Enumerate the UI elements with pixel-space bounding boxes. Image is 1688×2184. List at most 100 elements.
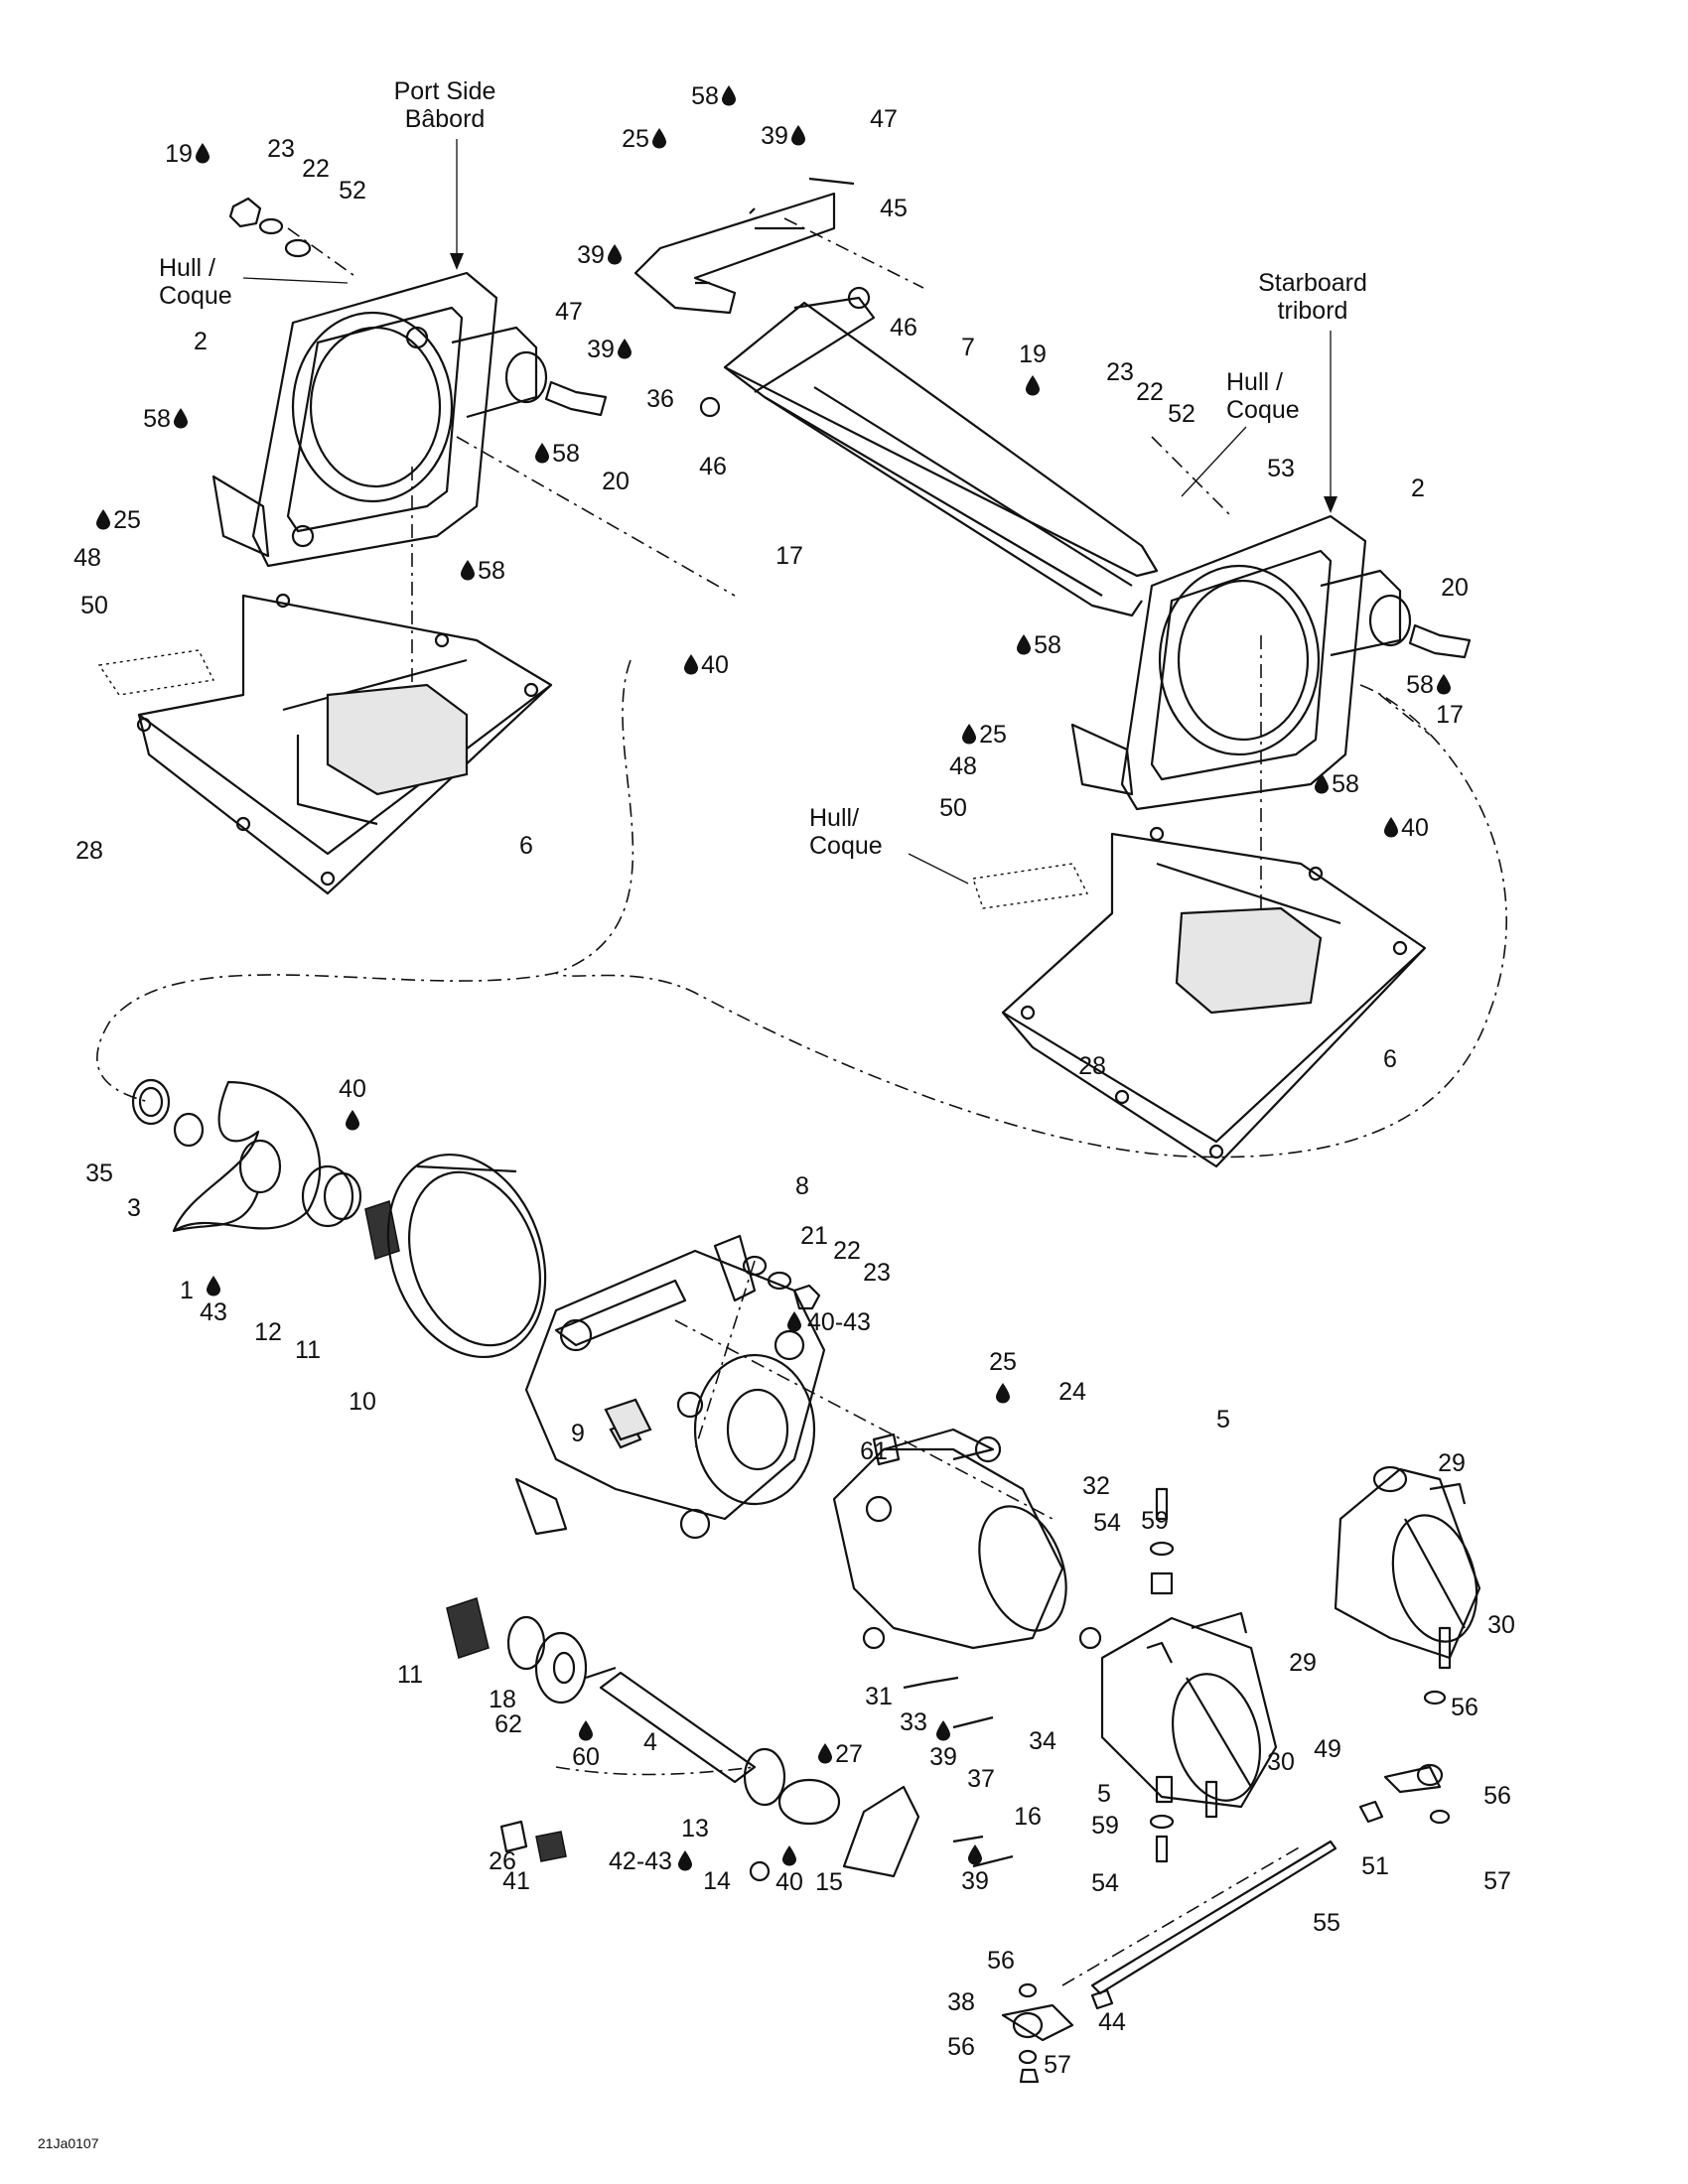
part-callout-48: 48 <box>73 544 101 572</box>
part-callout-56: 56 <box>1451 1694 1478 1721</box>
part-callout-59: 59 <box>1091 1812 1119 1840</box>
lubricant-drop-icon <box>579 1720 593 1741</box>
part-callout-40: 40 <box>701 651 729 679</box>
alignment-line <box>783 217 924 289</box>
part-callout-31: 31 <box>865 1683 893 1710</box>
part-callout-54: 54 <box>1091 1869 1119 1897</box>
hull-label-fr: Coque <box>809 832 883 860</box>
part-callout-58: 58 <box>1034 631 1061 659</box>
part-callout-23: 23 <box>1106 358 1134 386</box>
part-callout-35: 35 <box>85 1160 113 1187</box>
steering-linkage <box>1001 1763 1451 2084</box>
part-callout-57: 57 <box>1483 1867 1511 1895</box>
part-callout-40: 40 <box>775 1868 803 1896</box>
lubricant-drop-icon <box>618 339 632 359</box>
part-callout-10: 10 <box>349 1388 376 1416</box>
part-callout-18: 18 <box>489 1686 516 1713</box>
figure-reference: 21Ja0107 <box>38 2135 99 2151</box>
pump-housing <box>514 1234 826 1540</box>
port-fasteners <box>228 197 608 417</box>
lubricant-drop-icon <box>535 443 549 464</box>
lubricant-drop-icon <box>608 244 622 265</box>
part-callout-2: 2 <box>1411 475 1425 502</box>
part-callout-19: 19 <box>1019 341 1047 368</box>
hull-label: Hull/ <box>809 804 859 832</box>
part-callout-60: 60 <box>572 1743 600 1771</box>
part-callout-51: 51 <box>1361 1852 1389 1880</box>
part-callout-58: 58 <box>143 405 171 433</box>
lubricant-drop-icon <box>722 85 736 106</box>
part-callout-1: 1 <box>180 1277 194 1304</box>
alignment-line <box>694 1260 756 1450</box>
hull-label: Hull / <box>159 254 215 282</box>
part-callout-20: 20 <box>1441 574 1469 602</box>
part-callout-58: 58 <box>1406 671 1434 699</box>
assembly-path-line-right <box>555 684 1507 1159</box>
ride-plate-rail <box>699 286 1159 617</box>
part-callout-16: 16 <box>1014 1803 1042 1831</box>
alignment-line <box>1151 436 1232 517</box>
part-callout-23: 23 <box>267 135 295 163</box>
part-callout-50: 50 <box>939 794 967 822</box>
part-callout-30: 30 <box>1267 1748 1295 1776</box>
part-callout-43: 43 <box>200 1298 227 1326</box>
part-callout-45: 45 <box>880 195 908 222</box>
venturi <box>832 1428 1067 1650</box>
shaft-bearings <box>446 1597 588 1705</box>
part-callout-56: 56 <box>947 2033 975 2061</box>
part-callout-11: 11 <box>295 1336 321 1364</box>
part-callout-58: 58 <box>552 440 580 468</box>
part-callout-47: 47 <box>555 298 583 326</box>
lubricant-drop-icon <box>96 509 110 530</box>
lubricant-drop-icon <box>346 1110 359 1131</box>
part-callout-12: 12 <box>254 1318 282 1346</box>
lubricant-drop-icon <box>174 408 188 429</box>
part-callout-9: 9 <box>571 1420 585 1447</box>
lubricant-drop-icon <box>782 1845 797 1866</box>
part-callout-59: 59 <box>1141 1507 1169 1535</box>
starboard-mounting-plate <box>1070 514 1472 811</box>
part-callout-3: 3 <box>127 1194 141 1222</box>
part-callout-13: 13 <box>681 1815 709 1843</box>
part-callout-44: 44 <box>1098 2008 1126 2036</box>
starboard-label: Starboard <box>1258 269 1367 297</box>
part-callout-58: 58 <box>478 557 505 585</box>
lubricant-drop-icon <box>936 1720 950 1741</box>
steering-nozzle-upper <box>1334 1465 1481 1660</box>
hull-annotation-2: Hull / Coque <box>1181 368 1300 497</box>
part-callout-56: 56 <box>987 1947 1015 1975</box>
lubricant-drop-icon <box>1437 674 1451 695</box>
alignment-line <box>456 436 736 597</box>
part-callout-25: 25 <box>113 506 141 534</box>
port-mounting-plate <box>211 271 548 568</box>
part-callout-24: 24 <box>1058 1378 1086 1406</box>
part-callout-26: 26 <box>489 1847 516 1875</box>
lubricant-drop-icon <box>787 1311 801 1332</box>
part-callout-58: 58 <box>1332 770 1359 798</box>
part-callout-37: 37 <box>967 1765 995 1793</box>
alignment-line <box>287 227 358 279</box>
part-callout-25: 25 <box>989 1348 1017 1376</box>
part-callout-19: 19 <box>165 140 193 168</box>
part-callout-22: 22 <box>302 155 330 183</box>
part-callout-39: 39 <box>929 1743 957 1771</box>
lubricant-drop-icon <box>461 560 476 581</box>
starboard-intake-grate <box>1001 826 1427 1168</box>
starboard-label-fr: tribord <box>1278 297 1348 325</box>
lubricant-drop-icon <box>1384 817 1398 838</box>
part-callout-15: 15 <box>815 1868 843 1896</box>
part-callout-48: 48 <box>949 752 977 780</box>
hull-outline <box>972 863 1089 909</box>
part-callout-46: 46 <box>890 314 917 341</box>
part-callout-46: 46 <box>699 453 727 480</box>
hull-outline <box>97 649 215 696</box>
nozzle-fasteners <box>1078 1487 1452 1863</box>
port-side-label: Port Side <box>394 77 496 105</box>
part-callout-49: 49 <box>1314 1735 1341 1763</box>
part-callout-2: 2 <box>194 328 208 355</box>
part-callout-22: 22 <box>1136 378 1164 406</box>
hull-label-fr: Coque <box>159 282 232 310</box>
part-callout-39: 39 <box>577 241 605 269</box>
